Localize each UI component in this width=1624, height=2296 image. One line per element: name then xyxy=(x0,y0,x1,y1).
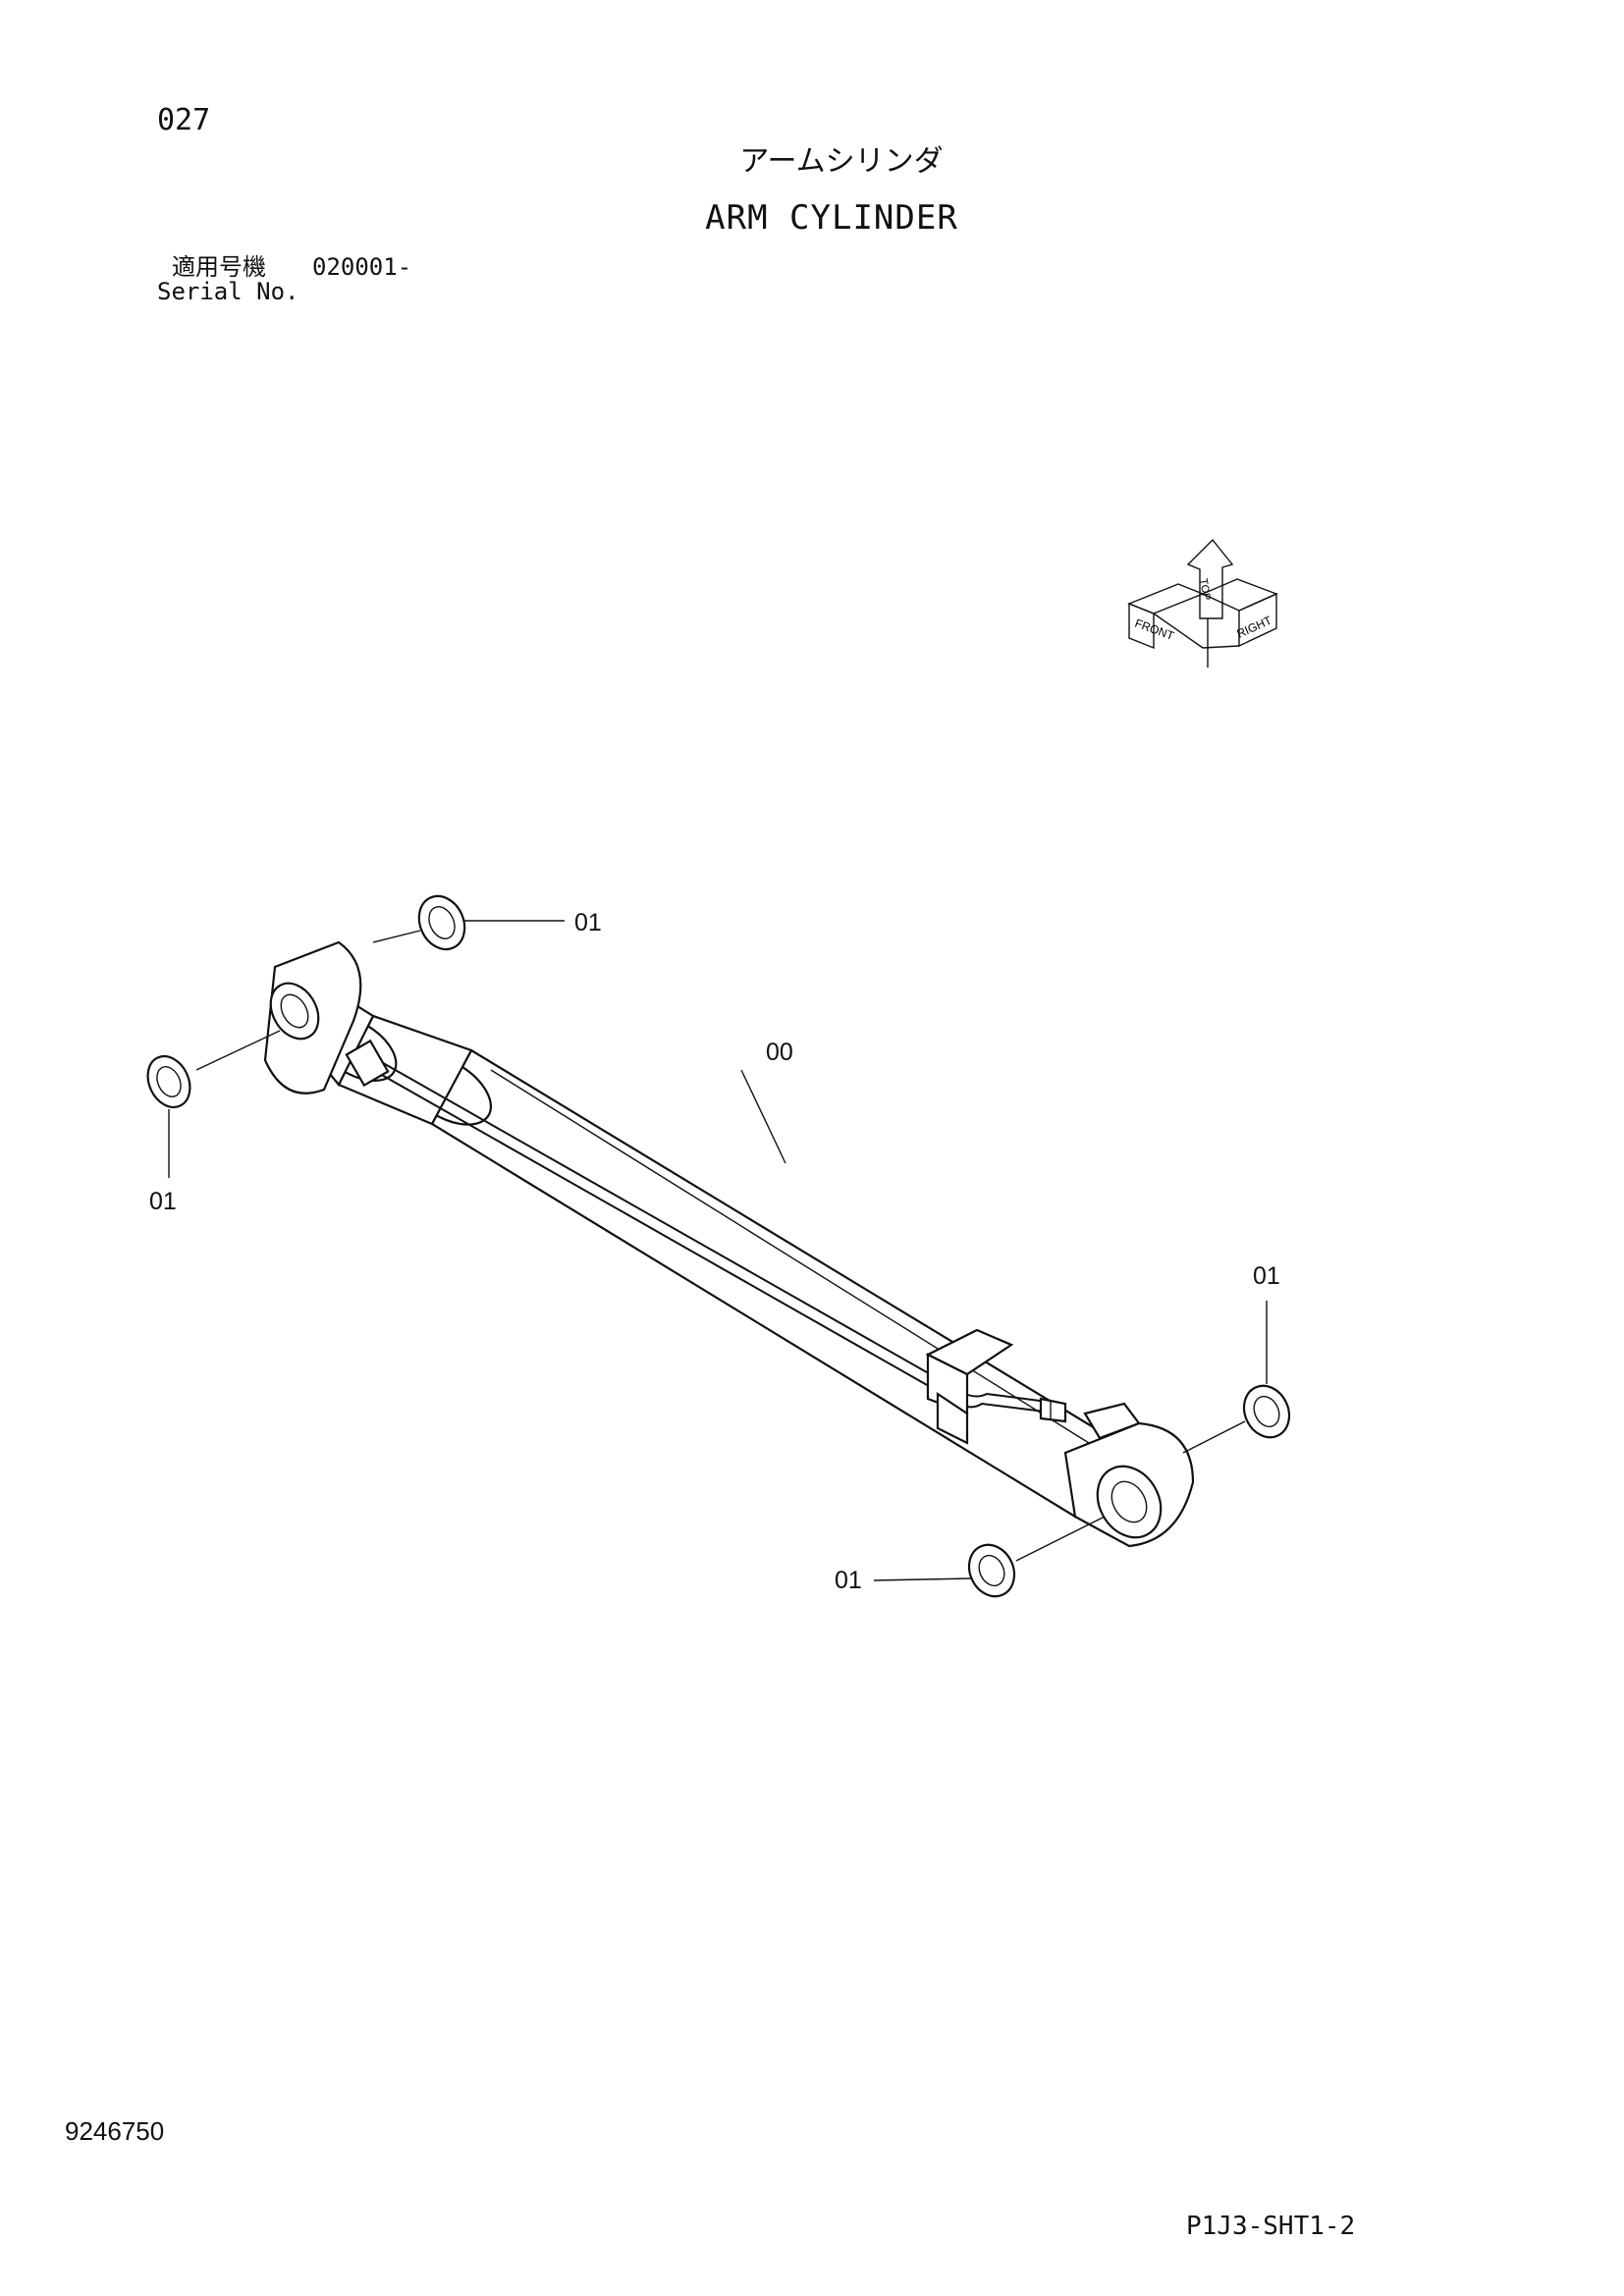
bushing-left xyxy=(146,1055,191,1108)
bushing-top xyxy=(417,894,466,951)
cylinder-body xyxy=(263,940,1195,1548)
bushing-right xyxy=(1242,1384,1291,1439)
callout-bushing-bottom: 01 xyxy=(835,1567,862,1594)
leader-lines xyxy=(168,920,1268,1581)
page-title: ARM CYLINDER xyxy=(705,198,958,238)
drawing-number: 9246750 xyxy=(65,2116,165,2146)
compass-right-label: RIGHT xyxy=(1235,613,1274,640)
compass-top-label: TOP xyxy=(1197,577,1213,601)
compass-front-label: FRONT xyxy=(1133,616,1176,644)
callout-bushing-right: 01 xyxy=(1253,1262,1280,1290)
serial-range: 020001- xyxy=(312,253,412,281)
orientation-compass-icon: FRONT TOP RIGHT xyxy=(1127,538,1278,667)
serial-label: Serial No. xyxy=(157,278,299,305)
page-title-japanese: アームシリンダ xyxy=(739,144,944,179)
bushing-bottom xyxy=(967,1543,1016,1598)
sheet-reference: P1J3-SHT1-2 xyxy=(1186,2212,1356,2241)
callout-cylinder: 00 xyxy=(766,1039,793,1066)
serial-label-japanese: 適用号機 xyxy=(172,253,266,281)
callout-bushing-left: 01 xyxy=(149,1188,177,1215)
page-number: 027 xyxy=(157,103,211,137)
callout-bushing-top: 01 xyxy=(574,909,602,936)
